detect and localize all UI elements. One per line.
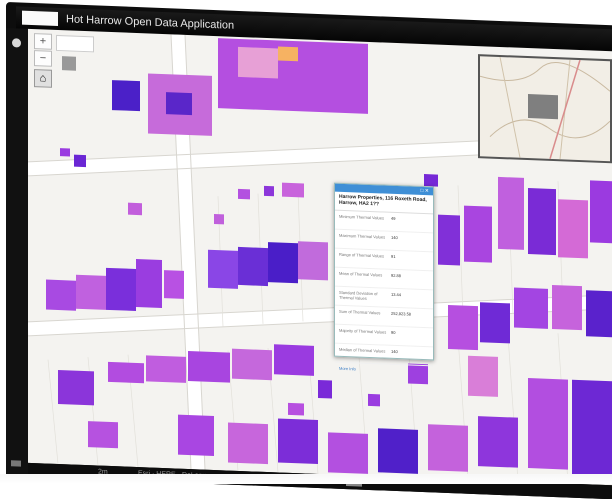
building-footprint[interactable] bbox=[60, 148, 70, 157]
overview-map[interactable] bbox=[478, 54, 612, 164]
building-footprint[interactable] bbox=[318, 379, 332, 399]
popup-field-value: 90 bbox=[391, 329, 396, 335]
popup-field-label: Standard Deviation of Thermal Values bbox=[339, 289, 378, 301]
overview-extent[interactable] bbox=[528, 94, 558, 120]
popup-field-value: 91 bbox=[391, 253, 396, 259]
popup-field-label: Mean of Thermal Values bbox=[339, 270, 383, 278]
popup-field-value: 140 bbox=[391, 348, 398, 355]
popup-field-label: Minimum Thermal Values bbox=[339, 213, 384, 221]
popup-field-label: Sum of Thermal Values bbox=[339, 308, 381, 316]
property-popup[interactable]: □ ✕ Harrow Properties, 116 Roxeth Road, … bbox=[334, 182, 434, 371]
popup-field-label: Majority of Thermal Values bbox=[339, 327, 387, 335]
building-footprint[interactable] bbox=[178, 414, 214, 456]
building-footprint[interactable] bbox=[238, 188, 250, 200]
popup-field-value: 92.88 bbox=[391, 272, 402, 279]
building-footprint[interactable] bbox=[74, 154, 86, 168]
building-hotspot bbox=[166, 92, 192, 116]
building-footprint[interactable] bbox=[112, 80, 140, 112]
building-footprint[interactable] bbox=[88, 421, 118, 449]
building-footprint[interactable] bbox=[528, 378, 568, 470]
building-footprint[interactable] bbox=[238, 246, 268, 287]
building-footprint[interactable] bbox=[208, 249, 238, 289]
building-footprint[interactable] bbox=[478, 416, 518, 468]
building-footprint[interactable] bbox=[108, 361, 144, 384]
building-hotspot bbox=[278, 46, 298, 62]
collapse-icon[interactable] bbox=[11, 460, 21, 467]
building-hotspot bbox=[238, 46, 278, 79]
footprint-row-middle bbox=[46, 241, 328, 311]
building-footprint[interactable] bbox=[214, 213, 224, 225]
popup-field-value: 252,923.58 bbox=[391, 310, 412, 317]
building-footprint[interactable] bbox=[328, 432, 368, 474]
building-footprint[interactable] bbox=[586, 290, 612, 338]
building-footprint[interactable] bbox=[288, 402, 304, 416]
building-footprint[interactable] bbox=[528, 188, 556, 256]
overview-canvas bbox=[480, 56, 610, 160]
building-footprint[interactable] bbox=[136, 258, 162, 308]
popup-field-label: Range of Thermal Values bbox=[339, 251, 384, 259]
building-footprint[interactable] bbox=[468, 355, 498, 397]
building-footprint[interactable] bbox=[428, 424, 468, 472]
building-footprint[interactable] bbox=[590, 180, 612, 244]
building-footprint[interactable] bbox=[448, 304, 478, 351]
building-footprint[interactable] bbox=[282, 182, 304, 198]
building-footprint[interactable] bbox=[228, 422, 268, 465]
thermal-map[interactable]: + − ⌂ □ ✕ Harrow Properties, 116 Roxeth … bbox=[28, 28, 612, 486]
building-footprint[interactable] bbox=[368, 393, 380, 407]
building-footprint[interactable] bbox=[264, 185, 274, 197]
building-footprint[interactable] bbox=[572, 379, 612, 478]
monitor-frame: Hot Harrow Open Data Application bbox=[6, 2, 612, 499]
building-footprint[interactable] bbox=[552, 284, 582, 331]
building-footprint[interactable] bbox=[464, 205, 492, 263]
building-footprint[interactable] bbox=[424, 174, 438, 187]
app-logo bbox=[22, 10, 58, 26]
building-footprint[interactable] bbox=[408, 363, 428, 385]
building-footprint[interactable] bbox=[378, 428, 418, 474]
zoom-out-button[interactable]: − bbox=[34, 50, 52, 67]
building-footprint[interactable] bbox=[498, 176, 524, 250]
home-icon: ⌂ bbox=[39, 72, 47, 85]
building-footprint[interactable] bbox=[76, 274, 106, 310]
building-footprint[interactable] bbox=[106, 267, 136, 311]
popup-field-row: Median of Thermal Values 140 bbox=[335, 343, 433, 367]
building-footprint[interactable] bbox=[46, 279, 76, 311]
parcel-lines bbox=[47, 333, 569, 484]
map-canvas[interactable] bbox=[28, 29, 612, 485]
building-footprint[interactable] bbox=[58, 369, 94, 406]
building-footprint[interactable] bbox=[438, 214, 460, 266]
popup-field-label: Median of Thermal Values bbox=[339, 346, 386, 354]
menu-icon[interactable] bbox=[12, 38, 21, 48]
building-footprint[interactable] bbox=[514, 287, 548, 329]
building-footprint[interactable] bbox=[146, 355, 186, 383]
building-footprint[interactable] bbox=[188, 350, 230, 383]
home-button[interactable]: ⌂ bbox=[34, 69, 52, 88]
screen-reflection bbox=[0, 474, 612, 484]
layers-icon[interactable] bbox=[62, 56, 76, 71]
building-footprint[interactable] bbox=[480, 302, 510, 344]
building-footprint[interactable] bbox=[274, 344, 314, 376]
popup-field-value: 13.44 bbox=[391, 291, 402, 298]
popup-field-label: Maximum Thermal Values bbox=[339, 232, 386, 240]
building-footprint[interactable] bbox=[268, 242, 298, 284]
building-footprint[interactable] bbox=[298, 241, 328, 281]
building-footprint[interactable] bbox=[232, 348, 272, 381]
building-footprint[interactable] bbox=[164, 270, 184, 299]
zoom-in-button[interactable]: + bbox=[34, 33, 52, 50]
building-footprint[interactable] bbox=[558, 199, 588, 259]
building-footprint[interactable] bbox=[278, 418, 318, 464]
popup-field-value: 140 bbox=[391, 234, 398, 241]
building-footprint[interactable] bbox=[128, 202, 142, 216]
popup-field-value: 49 bbox=[391, 215, 396, 221]
popup-controls[interactable]: □ ✕ bbox=[420, 187, 429, 195]
search-input[interactable] bbox=[56, 34, 94, 53]
zoom-control: + − bbox=[34, 33, 52, 68]
left-toolbar bbox=[6, 28, 28, 477]
